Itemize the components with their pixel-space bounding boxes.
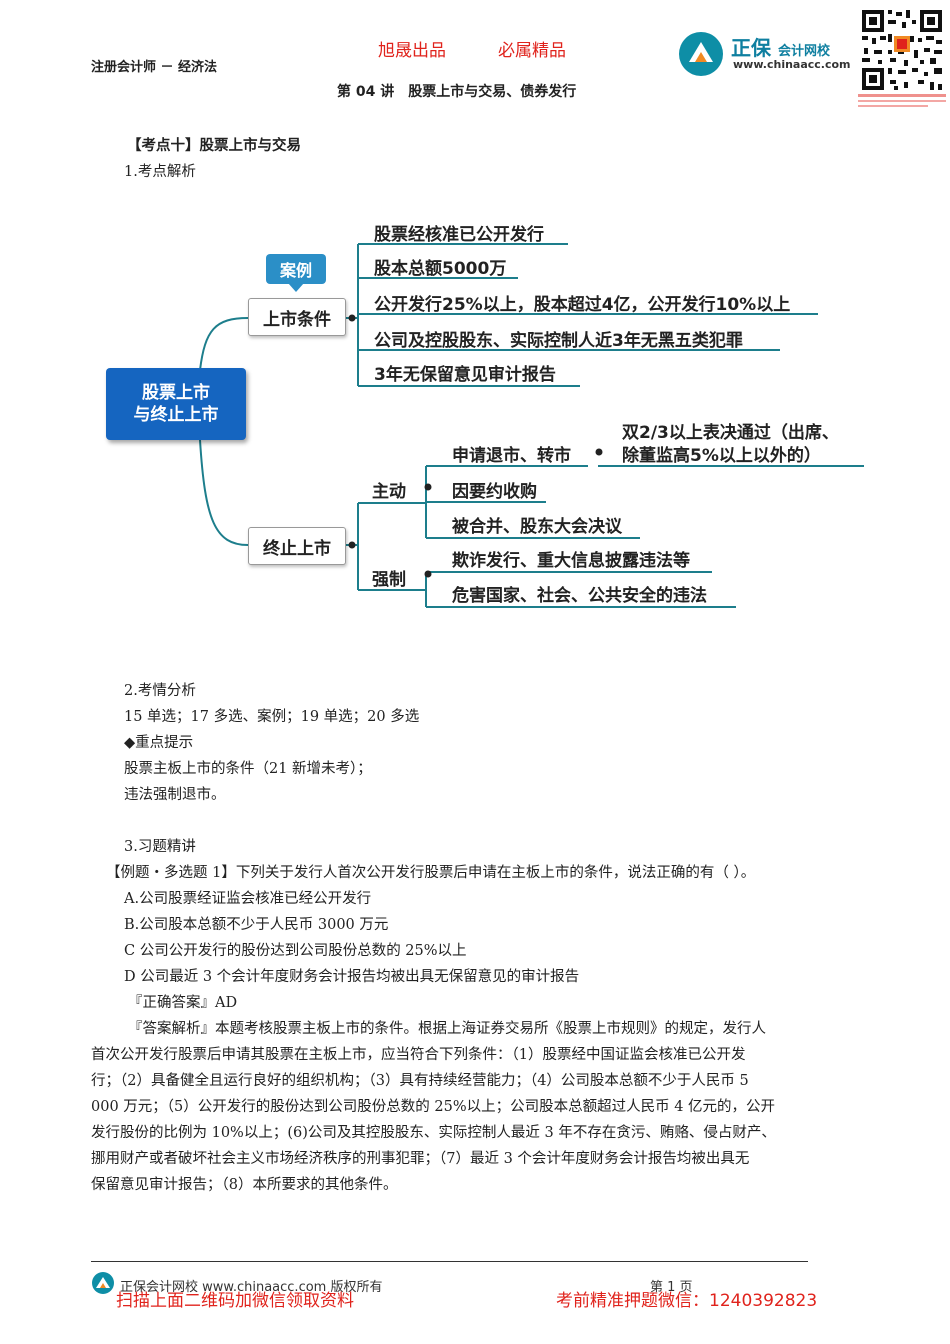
- voluntary-note-line2: 除董监高5%以上以外的）: [622, 446, 821, 466]
- correct-answer: 『正确答案』AD: [128, 995, 238, 1011]
- footer-divider: [91, 1261, 808, 1262]
- case-tag-pointer-icon: [288, 283, 304, 292]
- tips-title: ◆重点提示: [124, 735, 194, 751]
- voluntary-item: 因要约收购: [452, 482, 537, 502]
- explanation-line: 000 万元；（5）公开发行的股份达到公司股份总数的 25%以上；公司股本总额超…: [91, 1099, 776, 1115]
- voluntary-item: 申请退市、转市: [452, 446, 571, 466]
- mindmap-root-line2: 与终止上市: [133, 405, 219, 425]
- mindmap-root: 股票上市 与终止上市: [106, 368, 246, 440]
- subsection-analysis: 1.考点解析: [124, 164, 196, 180]
- option-a: A.公司股票经证监会核准已经公开发行: [124, 891, 372, 907]
- brand-left-text: 旭晟出品: [378, 41, 446, 61]
- forced-item: 欺诈发行、重大信息披露违法等: [452, 551, 690, 571]
- case-tag: 案例: [266, 254, 326, 284]
- footer-promo-left: 扫描上面二维码加微信领取资料: [116, 1291, 354, 1311]
- logo-url: www.chinaacc.com: [733, 58, 851, 71]
- footer-page-number: 第 1 页: [650, 1280, 693, 1295]
- option-d: D 公司最近 3 个会计年度财务会计报告均被出具无保留意见的审计报告: [124, 969, 580, 985]
- chinaacc-logo: 正保 会计网校 www.chinaacc.com: [679, 30, 859, 76]
- explanation-line: 首次公开发行股票后申请其股票在主板上市，应当符合下列条件：（1）股票经中国证监会…: [91, 1047, 746, 1063]
- voluntary-item: 被合并、股东大会决议: [452, 517, 622, 537]
- forced-item: 危害国家、社会、公共安全的违法: [452, 586, 707, 606]
- tip-item: 违法强制退市。: [124, 787, 226, 803]
- option-c: C 公司公开发行的股份达到公司股份总数的 25%以上: [124, 943, 467, 959]
- mindmap-root-line1: 股票上市: [142, 383, 210, 403]
- branch-termination: 终止上市: [248, 527, 346, 565]
- analysis-years: 15 单选；17 多选、案例；19 单选；20 多选: [124, 709, 420, 725]
- question-text: 【例题・多选题 1】下列关于发行人首次公开发行股票后申请在主板上市的条件，说法正…: [106, 865, 756, 881]
- termination-voluntary-label: 主动: [372, 482, 406, 502]
- brand-right-text: 必属精品: [498, 41, 566, 61]
- subject-label: 注册会计师 － 经济法: [91, 60, 218, 75]
- explanation-line: 挪用财产或者破坏社会主义市场经济秩序的刑事犯罪；（7）最近 3 个会计年度财务会…: [91, 1151, 750, 1167]
- termination-forced-label: 强制: [372, 570, 406, 590]
- listing-item: 公开发行25%以上，股本超过4亿，公开发行10%以上: [374, 295, 791, 315]
- explanation-line: 发行股份的比例为 10%以上；(6)公司及其控股股东、实际控制人最近 3 年不存…: [91, 1125, 776, 1141]
- logo-name: 正保: [731, 36, 771, 60]
- lecture-title: 第 04 讲 股票上市与交易、债券发行: [337, 84, 577, 100]
- explanation-line: 『答案解析』本题考核股票主板上市的条件。根据上海证券交易所《股票上市规则》的规定…: [128, 1021, 766, 1037]
- branch-listing-conditions: 上市条件: [248, 298, 346, 336]
- explanation-line: 行；（2）具备健全且运行良好的组织机构；（3）具有持续经营能力；（4）公司股本总…: [91, 1073, 749, 1089]
- listing-item: 公司及控股股东、实际控制人近3年无黑五类犯罪: [374, 331, 743, 351]
- footer-copyright: 正保会计网校 www.chinaacc.com 版权所有: [120, 1280, 383, 1295]
- listing-item: 股票经核准已公开发行: [374, 225, 544, 245]
- logo-sub: 会计网校: [777, 44, 830, 59]
- logo-mark-icon: [679, 32, 723, 76]
- listing-item: 股本总额5000万: [374, 259, 507, 279]
- explanation-line: 保留意见审计报告；（8）本所要求的其他条件。: [91, 1177, 398, 1193]
- option-b: B.公司股本总额不少于人民币 3000 万元: [124, 917, 389, 933]
- case-tag-label: 案例: [279, 261, 312, 280]
- tip-item: 股票主板上市的条件（21 新增未考）；: [124, 761, 372, 777]
- analysis-title: 2.考情分析: [124, 683, 196, 699]
- section-heading: 【考点十】股票上市与交易: [127, 138, 301, 154]
- qr-code-icon: [858, 6, 946, 110]
- footer-promo-right: 考前精准押题微信：1240392823: [556, 1291, 818, 1311]
- footer-logo-icon: [92, 1272, 114, 1294]
- voluntary-note-line1: 双2/3以上表决通过（出席、: [622, 423, 839, 443]
- listing-item: 3年无保留意见审计报告: [374, 365, 556, 385]
- exercise-title: 3.习题精讲: [124, 839, 196, 855]
